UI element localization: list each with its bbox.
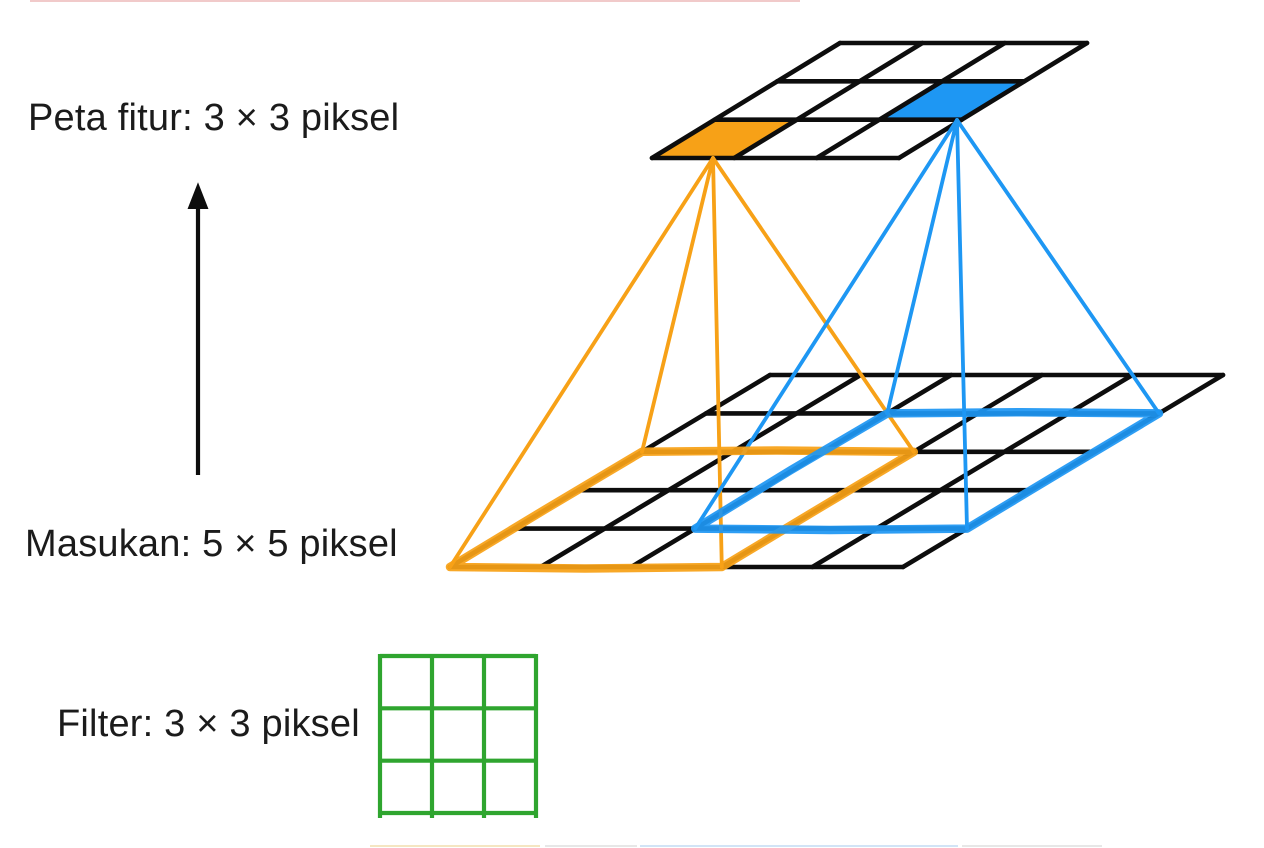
up-arrow-head xyxy=(187,182,209,209)
top-edge-artifact xyxy=(30,0,800,2)
orange-projection-lines xyxy=(448,156,916,569)
blue-projection-lines xyxy=(693,118,1161,531)
filter-label: Filter: 3 × 3 piksel xyxy=(57,703,360,745)
bottom-edge-artifact-gray2 xyxy=(962,845,1102,847)
feature-map-blue-cell xyxy=(879,81,1025,120)
blue-receptive-field-outline xyxy=(690,407,1164,535)
bottom-edge-artifact-yellow xyxy=(370,845,540,847)
orange-receptive-field-outline xyxy=(445,446,919,573)
input-label: Masukan: 5 × 5 piksel xyxy=(25,523,398,565)
feature-map-orange-cell xyxy=(652,119,797,158)
feature-map-grid xyxy=(649,40,1090,161)
bottom-edge-artifact-blue xyxy=(640,845,958,847)
input-grid xyxy=(447,372,1226,570)
filter-grid xyxy=(377,653,539,818)
feature-map-label: Peta fitur: 3 × 3 piksel xyxy=(28,97,400,139)
bottom-edge-artifact-gray xyxy=(545,845,637,847)
up-arrow xyxy=(187,182,209,475)
